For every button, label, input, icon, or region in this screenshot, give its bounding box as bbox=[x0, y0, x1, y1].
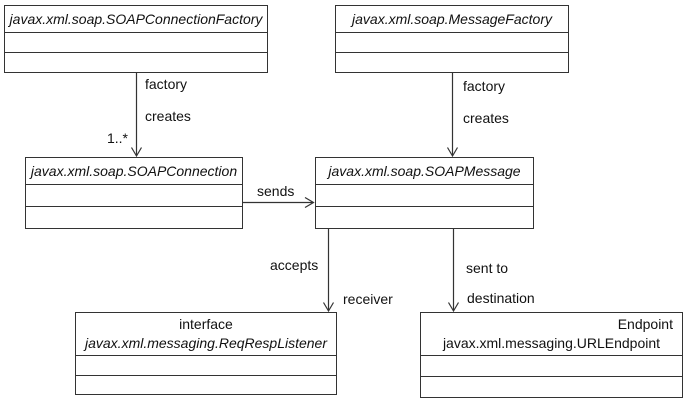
class-box-soap-message: javax.xml.soap.SOAPMessage bbox=[315, 157, 534, 229]
class-name: javax.xml.soap.SOAPConnectionFactory bbox=[9, 10, 263, 27]
class-title-compartment: javax.xml.soap.SOAPConnectionFactory bbox=[5, 6, 267, 32]
label-sends: sends bbox=[257, 183, 295, 199]
label-accepts: accepts bbox=[270, 257, 319, 273]
class-title-compartment: javax.xml.soap.SOAPConnection bbox=[26, 158, 242, 184]
class-title-compartment: Endpoint javax.xml.messaging.URLEndpoint bbox=[421, 313, 682, 355]
attributes-compartment bbox=[316, 184, 533, 206]
class-title-compartment: interface javax.xml.messaging.ReqRespLis… bbox=[76, 313, 336, 355]
class-box-req-resp-listener: interface javax.xml.messaging.ReqRespLis… bbox=[75, 312, 337, 395]
interface-stereotype: interface bbox=[179, 316, 233, 332]
attributes-compartment bbox=[421, 355, 682, 376]
class-box-soap-connection: javax.xml.soap.SOAPConnection bbox=[25, 157, 243, 229]
methods-compartment bbox=[5, 52, 267, 72]
label-receiver: receiver bbox=[343, 291, 393, 307]
class-name: javax.xml.soap.MessageFactory bbox=[352, 10, 552, 27]
class-name: javax.xml.soap.SOAPMessage bbox=[328, 162, 521, 179]
methods-compartment bbox=[26, 206, 242, 228]
arrow-factory-creates-left-head bbox=[130, 147, 143, 158]
label-factory-left: factory bbox=[145, 76, 188, 92]
class-box-message-factory: javax.xml.soap.MessageFactory bbox=[335, 5, 569, 73]
class-name: javax.xml.soap.SOAPConnection bbox=[30, 162, 238, 179]
label-sent-to: sent to bbox=[466, 260, 509, 276]
label-factory-right: factory bbox=[463, 78, 506, 94]
arrow-sent-to-head bbox=[447, 302, 460, 313]
class-name: javax.xml.messaging.URLEndpoint bbox=[442, 335, 661, 351]
label-creates-left: creates bbox=[145, 108, 191, 124]
methods-compartment bbox=[336, 52, 568, 72]
arrow-sends-head bbox=[304, 196, 315, 209]
label-multiplicity: 1..* bbox=[106, 130, 128, 146]
class-box-url-endpoint: Endpoint javax.xml.messaging.URLEndpoint bbox=[420, 312, 683, 398]
class-title-compartment: javax.xml.soap.SOAPMessage bbox=[316, 158, 533, 184]
class-box-soap-connection-factory: javax.xml.soap.SOAPConnectionFactory bbox=[4, 5, 268, 73]
methods-compartment bbox=[316, 206, 533, 228]
arrow-accepts-head bbox=[322, 302, 335, 313]
endpoint-corner-label: Endpoint bbox=[617, 316, 673, 332]
attributes-compartment bbox=[336, 32, 568, 52]
class-title-compartment: javax.xml.soap.MessageFactory bbox=[336, 6, 568, 32]
attributes-compartment bbox=[76, 355, 336, 375]
attributes-compartment bbox=[26, 184, 242, 206]
attributes-compartment bbox=[5, 32, 267, 52]
label-creates-right: creates bbox=[463, 110, 509, 126]
methods-compartment bbox=[76, 374, 336, 395]
arrow-factory-creates-right-head bbox=[446, 147, 459, 158]
label-destination: destination bbox=[467, 290, 535, 306]
methods-compartment bbox=[421, 376, 682, 397]
class-name: javax.xml.messaging.ReqRespListener bbox=[85, 335, 327, 351]
